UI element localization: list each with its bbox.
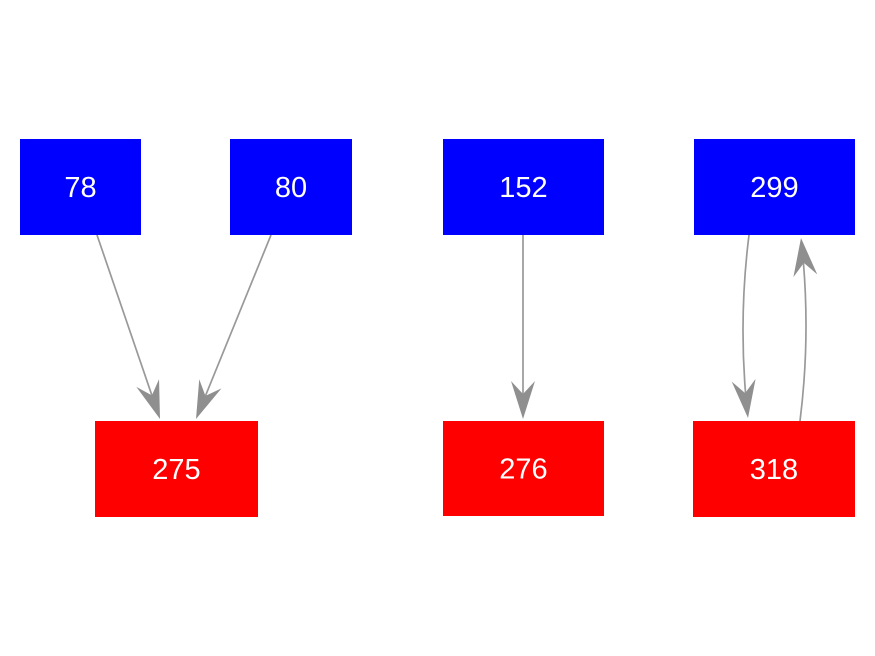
node-label-80: 80 — [275, 172, 307, 204]
arrowhead-78-to-275 — [136, 379, 160, 419]
node-label-299: 299 — [750, 172, 798, 204]
edge-318-to-299 — [799, 261, 807, 422]
node-box-78 — [20, 139, 141, 235]
edge-78-to-275 — [96, 234, 154, 397]
edge-299-to-318 — [742, 234, 750, 395]
node-label-276: 276 — [499, 454, 547, 486]
node-box-152 — [443, 139, 604, 235]
edge-80-to-275 — [204, 234, 272, 398]
arrowhead-152-to-276 — [511, 381, 535, 419]
node-box-275 — [95, 421, 258, 517]
node-box-276 — [443, 421, 604, 516]
node-label-318: 318 — [750, 454, 798, 486]
node-label-152: 152 — [499, 172, 547, 204]
arrowhead-80-to-275 — [196, 379, 222, 419]
node-box-80 — [230, 139, 352, 235]
node-box-299 — [694, 139, 855, 235]
node-label-275: 275 — [152, 454, 200, 486]
node-label-78: 78 — [64, 172, 96, 204]
arrowhead-318-to-299 — [793, 238, 818, 278]
node-box-318 — [693, 421, 855, 517]
arrowhead-299-to-318 — [731, 378, 756, 418]
